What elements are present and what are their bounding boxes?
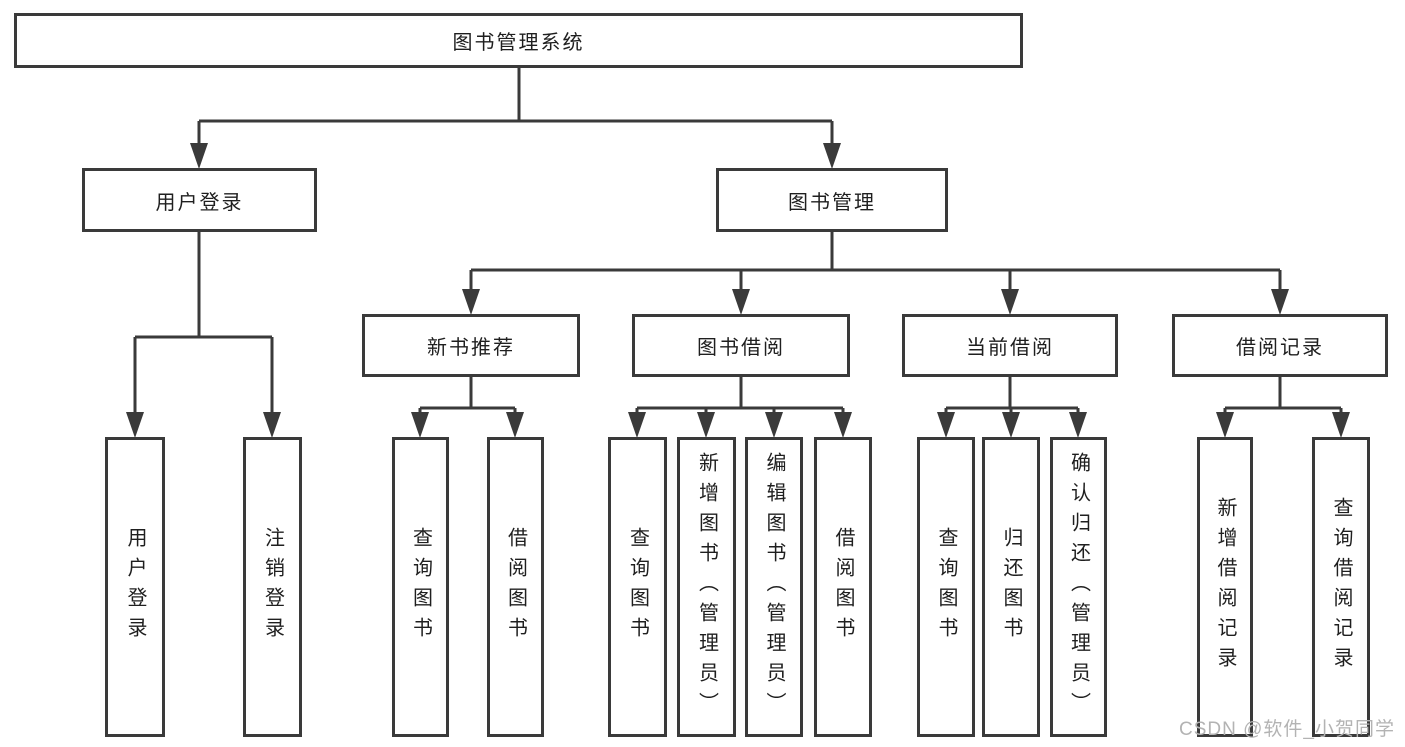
node-book-borrow: 图书借阅: [632, 314, 850, 377]
node-new-book-recommend: 新书推荐: [362, 314, 580, 377]
node-leaf-query-borrow-record: 查询借阅记录: [1312, 437, 1370, 737]
node-label: 用户登录: [155, 191, 244, 214]
node-leaf-logout: 注销登录: [243, 437, 302, 737]
node-book-management: 图书管理: [716, 168, 948, 232]
node-leaf-return-book: 归还图书: [982, 437, 1040, 737]
node-label: 归还图书: [1000, 527, 1022, 647]
node-leaf-query-book-3: 查询图书: [917, 437, 975, 737]
node-label: 查询图书: [935, 527, 957, 647]
node-leaf-borrow-book-1: 借阅图书: [487, 437, 544, 737]
node-label: 注销登录: [261, 527, 284, 647]
node-leaf-query-book-2: 查询图书: [608, 437, 667, 737]
node-user-login: 用户登录: [82, 168, 317, 232]
node-label: 借阅记录: [1236, 337, 1324, 359]
node-label: 确认归还（管理员）: [1067, 452, 1090, 722]
node-current-borrow: 当前借阅: [902, 314, 1118, 377]
node-label: 新增借阅记录: [1214, 497, 1236, 677]
node-label: 图书借阅: [697, 337, 785, 359]
node-label: 查询图书: [626, 527, 649, 647]
node-label: 新书推荐: [427, 337, 515, 359]
node-leaf-query-book-1: 查询图书: [392, 437, 449, 737]
node-label: 借阅图书: [832, 527, 854, 647]
node-label: 编辑图书（管理员）: [763, 452, 785, 722]
node-leaf-user-login: 用户登录: [105, 437, 165, 737]
node-leaf-confirm-return-admin: 确认归还（管理员）: [1050, 437, 1107, 737]
arrowheads: [126, 143, 1350, 438]
node-label: 图书管理系统: [452, 32, 585, 54]
node-leaf-borrow-book-2: 借阅图书: [814, 437, 872, 737]
node-label: 查询借阅记录: [1330, 497, 1352, 677]
node-leaf-add-book-admin: 新增图书（管理员）: [677, 437, 736, 737]
node-label: 当前借阅: [966, 337, 1054, 359]
node-borrow-records: 借阅记录: [1172, 314, 1388, 377]
node-label: 查询图书: [409, 527, 432, 647]
node-label: 借阅图书: [504, 527, 527, 647]
node-label: 图书管理: [788, 191, 876, 214]
node-leaf-add-borrow-record: 新增借阅记录: [1197, 437, 1253, 737]
node-root: 图书管理系统: [14, 13, 1023, 68]
node-leaf-edit-book-admin: 编辑图书（管理员）: [745, 437, 803, 737]
node-label: 用户登录: [124, 527, 146, 647]
watermark: CSDN @软件_小贺同学: [1179, 719, 1395, 740]
node-label: 新增图书（管理员）: [695, 452, 718, 722]
